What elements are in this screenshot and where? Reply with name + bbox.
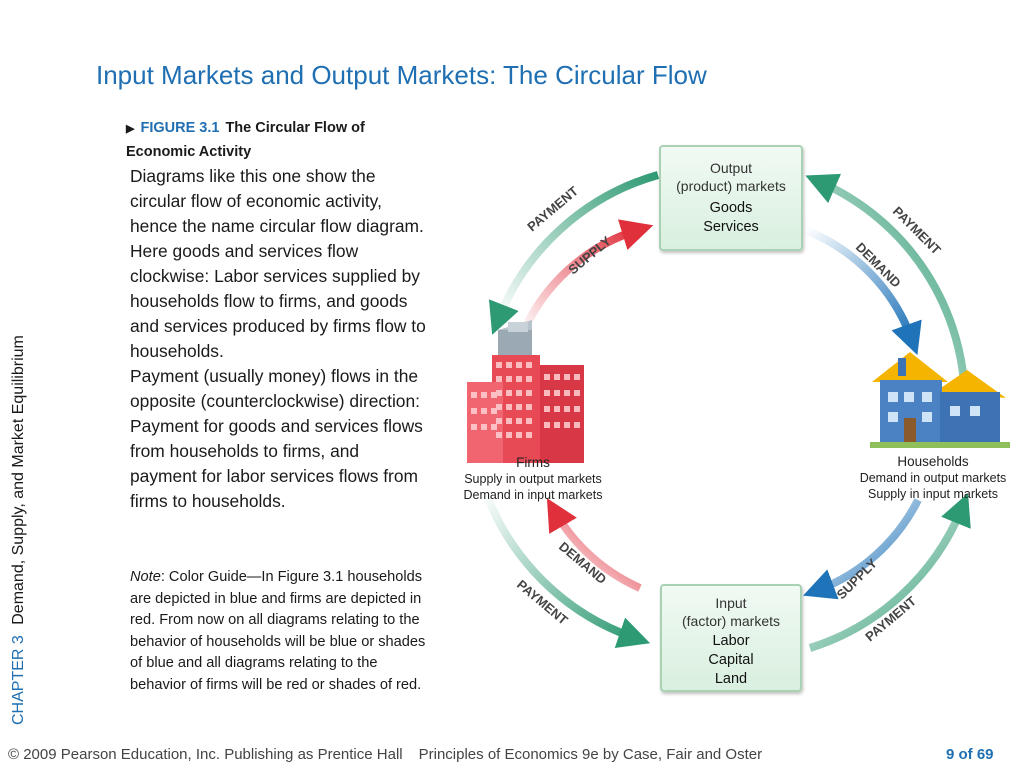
payment-label-top-right: PAYMENT (890, 204, 944, 258)
supply-label-firms: SUPPLY (565, 233, 614, 277)
payment-arrow-bottom-right (808, 493, 971, 652)
households-house-icon (870, 352, 1010, 448)
footer-credits: © 2009 Pearson Education, Inc. Publishin… (8, 746, 762, 763)
payment-arrow-top-right (805, 173, 970, 406)
output-market-header-line1: Output (709, 160, 753, 176)
input-market-header-line1: Input (715, 595, 747, 611)
demand-arrow-households (803, 226, 922, 356)
input-market-items: Labor Capital Land (662, 632, 800, 689)
body-paragraph: Payment (usually money) flows in the opp… (130, 366, 423, 511)
slide-title: Input Markets and Output Markets: The Ci… (96, 60, 707, 90)
input-market-box: Input (factor) markets Labor Capital Lan… (660, 584, 802, 692)
figure-caption-text: The Circular Flow of Economic Activity (126, 120, 365, 160)
chapter-title: Demand, Supply, and Market Equilibrium (10, 335, 27, 625)
households-role-output: Demand in output markets (859, 471, 1007, 485)
demand-arrow-firms (546, 498, 642, 592)
input-market-header: Input (factor) markets (662, 594, 800, 630)
firms-label: Firms Supply in output markets Demand in… (448, 455, 618, 503)
triangle-bullet-icon: ▶ (126, 123, 135, 135)
firms-role-input: Demand in input markets (463, 488, 603, 502)
chapter-number: CHAPTER 3 (10, 635, 27, 725)
chapter-side-label: CHAPTER 3 Demand, Supply, and Market Equ… (10, 235, 34, 725)
payment-arrow-bottom-left (481, 488, 651, 648)
firms-role-output: Supply in output markets (464, 472, 602, 486)
output-market-item: Goods (709, 200, 753, 216)
output-market-box: Output (product) markets Goods Services (659, 145, 803, 251)
payment-arrow-top-left (488, 171, 660, 335)
figure-number: FIGURE 3.1 (140, 120, 220, 136)
households-name: Households (897, 454, 969, 469)
page-number: 9 of 69 (946, 746, 994, 763)
output-market-header: Output (product) markets (661, 159, 801, 195)
output-market-header-line2: (product) markets (676, 178, 786, 194)
supply-arrow-households (803, 498, 922, 600)
footer-copyright: © 2009 Pearson Education, Inc. Publishin… (8, 746, 403, 763)
supply-arrow-firms (518, 219, 654, 337)
note-label: Note (130, 569, 161, 585)
firms-building-icon (467, 320, 584, 463)
note-text: : Color Guide—In Figure 3.1 households a… (130, 569, 426, 693)
input-market-header-line2: (factor) markets (681, 613, 780, 629)
output-market-item: Services (703, 219, 759, 235)
footer-book: Principles of Economics 9e by Case, Fair… (418, 746, 763, 763)
circular-flow-diagram: PAYMENT SUPPLY PAYMENT DEMAND DEMAND PAY… (440, 130, 1024, 700)
firms-name: Firms (516, 455, 550, 470)
households-role-input: Supply in input markets (868, 487, 998, 501)
output-market-items: Goods Services (661, 199, 801, 237)
circular-flow-graphic: PAYMENT SUPPLY PAYMENT DEMAND DEMAND PAY… (467, 171, 1010, 652)
body-text: Diagrams like this one show the circular… (130, 164, 430, 514)
input-market-item: Land (714, 671, 748, 687)
payment-label-top-left: PAYMENT (524, 183, 581, 234)
households-label: Households Demand in output markets Supp… (848, 454, 1018, 502)
color-guide-note: Note: Color Guide—In Figure 3.1 househol… (130, 567, 430, 696)
input-market-item: Labor (712, 633, 750, 649)
body-paragraph: Diagrams like this one show the circular… (130, 166, 426, 361)
input-market-item: Capital (708, 652, 754, 668)
